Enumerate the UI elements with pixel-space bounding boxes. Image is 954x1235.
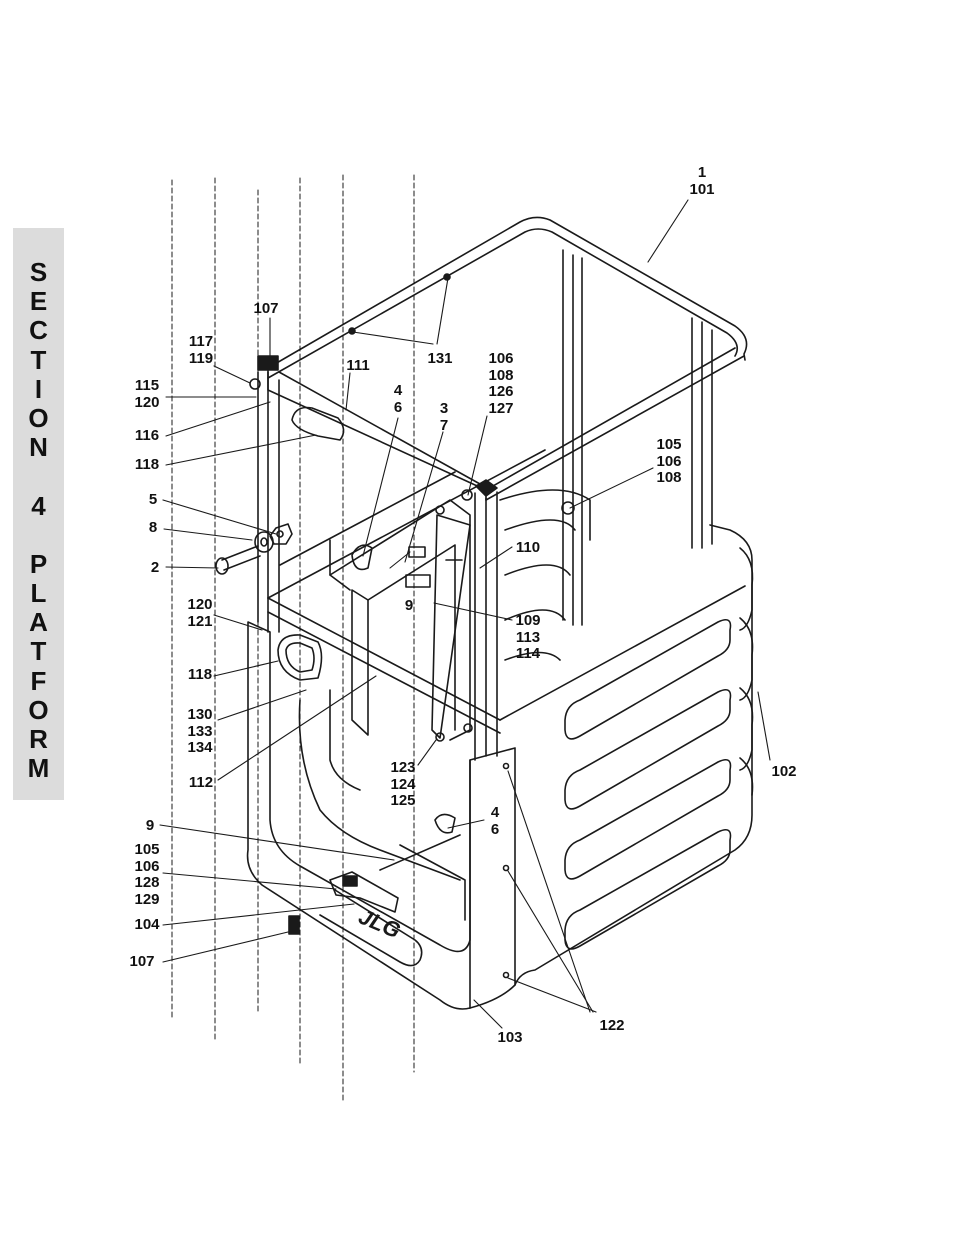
callout-number: 128 xyxy=(134,874,160,891)
callout-number: 105 xyxy=(134,841,160,858)
section-tab-letter: R xyxy=(29,724,48,754)
section-tab-letter: S xyxy=(29,257,48,287)
alignment-lines xyxy=(171,174,415,1101)
callout-number: 120 xyxy=(187,596,213,613)
callout-number: 106 xyxy=(488,350,514,367)
section-tab-letter: T xyxy=(30,344,47,375)
callout-number: 107 xyxy=(253,300,279,317)
callout-number: 6 xyxy=(490,820,500,838)
leader-lines xyxy=(159,199,771,1029)
callout-number: 133 xyxy=(187,722,213,740)
callout-number: 101 xyxy=(689,180,715,198)
callout-number: 125 xyxy=(390,792,416,809)
section-tab-letter: A xyxy=(29,607,48,638)
callout-number: 112 xyxy=(188,774,214,791)
callout-number: 102 xyxy=(771,763,797,780)
callout-number: 111 xyxy=(346,357,370,374)
callout-number: 116 xyxy=(134,427,160,444)
callout-number: 9 xyxy=(404,597,414,614)
callout-number: 124 xyxy=(390,775,416,793)
callout-number: 117 xyxy=(188,333,214,350)
callout-number: 6 xyxy=(393,398,403,416)
brand-logo: JLG xyxy=(355,904,404,944)
callout-number: 122 xyxy=(599,1017,625,1034)
section-tab-letter: 4 xyxy=(31,490,46,521)
callout-number: 121 xyxy=(187,612,213,630)
callout-number: 7 xyxy=(439,416,449,434)
callout-number: 134 xyxy=(187,739,213,756)
section-tab-letter: P xyxy=(29,548,48,579)
callout-number: 8 xyxy=(148,519,158,536)
callout-number: 129 xyxy=(134,890,160,908)
callout-number: 107 xyxy=(129,953,155,970)
section-tab-letter: M xyxy=(27,753,50,784)
callout-number: 105 xyxy=(656,436,682,453)
callout-number: 118 xyxy=(187,666,213,683)
callout-number: 126 xyxy=(488,383,514,400)
callout-number: 5 xyxy=(148,491,158,508)
hand-holds xyxy=(277,406,456,834)
callout-number: 109 xyxy=(515,612,541,629)
callout-number: 106 xyxy=(134,857,160,875)
callout-number: 2 xyxy=(150,559,160,576)
callout-number: 115 xyxy=(134,377,160,394)
callout-number: 108 xyxy=(656,469,682,486)
callout-number: 120 xyxy=(134,393,160,411)
callout-number: 127 xyxy=(488,399,514,417)
callout-number: 131 xyxy=(427,350,453,367)
top-guardrail xyxy=(257,216,748,761)
callout-number: 104 xyxy=(134,916,160,933)
callout-number: 103 xyxy=(497,1029,523,1046)
callout-number: 113 xyxy=(515,628,541,646)
section-tab-letter: N xyxy=(29,432,48,463)
section-tab-letter: T xyxy=(30,636,47,667)
section-tab-letter: C xyxy=(29,315,48,346)
section-tab-letter: L xyxy=(30,578,47,609)
callout-number: 118 xyxy=(134,456,160,473)
callout-number: 119 xyxy=(188,349,214,367)
callout-number: 108 xyxy=(488,366,514,384)
callout-number: 1 xyxy=(697,164,707,181)
section-tab-letter: I xyxy=(34,373,43,404)
callout-number: 123 xyxy=(390,759,416,776)
callout-number: 4 xyxy=(393,382,403,399)
callout-number: 110 xyxy=(515,539,541,556)
fasteners xyxy=(215,273,575,979)
callout-number: 4 xyxy=(490,804,500,821)
section-tab-letter: O xyxy=(28,402,49,433)
callout-number: 3 xyxy=(439,400,449,417)
platform-tub xyxy=(246,489,754,1010)
callout-number: 114 xyxy=(515,645,541,662)
callout-number: 9 xyxy=(145,817,155,834)
door-panel xyxy=(329,499,471,741)
callout-number: 106 xyxy=(656,452,682,470)
callout-number: 130 xyxy=(187,706,213,723)
section-tab-letter: F xyxy=(30,665,47,696)
section-tab-letter: O xyxy=(28,694,49,725)
section-tab-letter: E xyxy=(29,286,48,317)
